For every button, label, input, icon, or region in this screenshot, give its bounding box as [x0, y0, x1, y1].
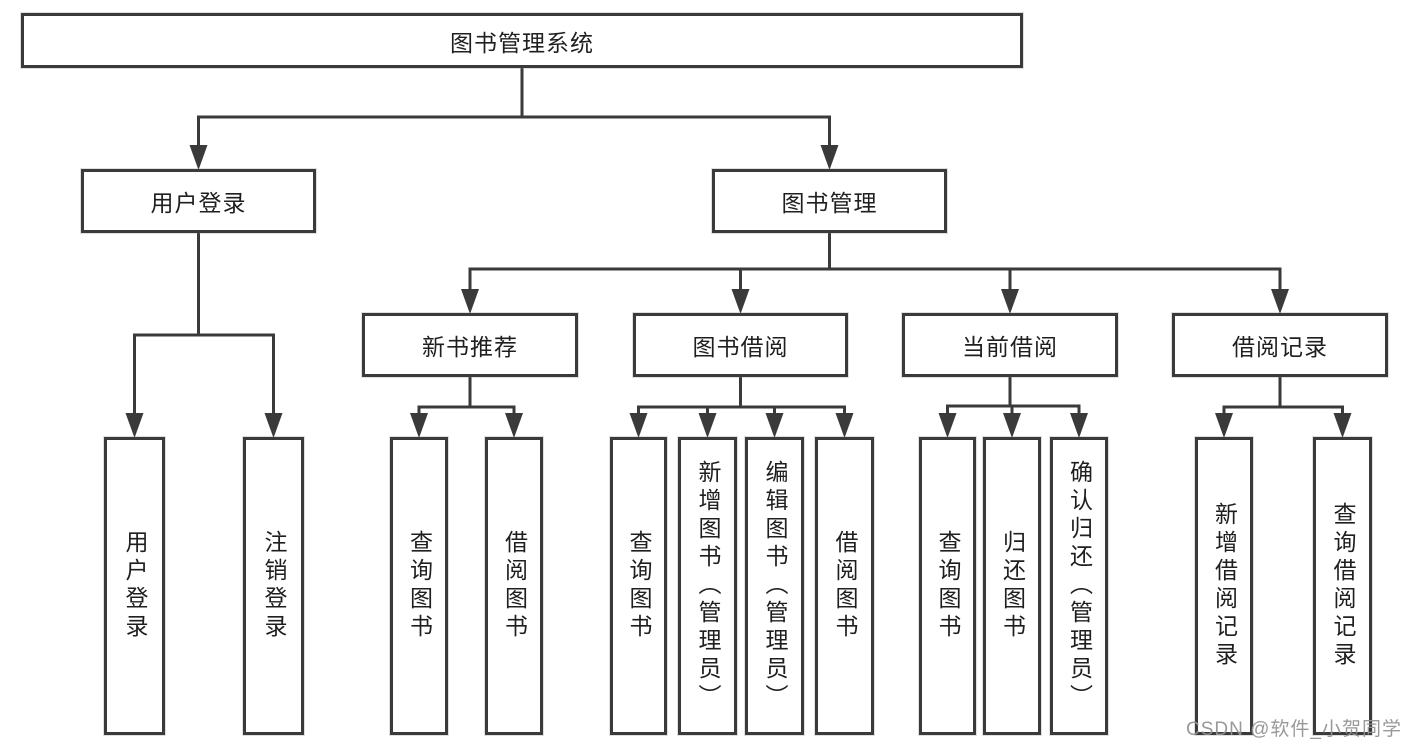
node-label: 编辑图书（管理员） — [762, 460, 788, 712]
node-cb-confirm-return: 确认归还（管理员） — [1050, 437, 1108, 735]
connector-lines — [637, 375, 846, 417]
node-label: 借阅图书 — [832, 530, 858, 642]
arrowhead-icon — [410, 413, 428, 438]
node-bb-edit-books: 编辑图书（管理员） — [745, 437, 804, 735]
node-label: 注销登录 — [261, 530, 287, 642]
node-br-add-record: 新增借阅记录 — [1195, 437, 1253, 735]
node-nbr-borrow-books: 借阅图书 — [485, 437, 543, 735]
connector-group-book-borrow — [629, 375, 854, 438]
node-label: 图书管理系统 — [450, 29, 594, 56]
arrowhead-icon — [1333, 413, 1352, 438]
connector-lines — [197, 66, 831, 149]
node-label: 图书管理 — [781, 190, 878, 216]
node-label: 查询图书 — [626, 530, 652, 642]
connector-group-current-borrow — [938, 375, 1088, 438]
connector-lines — [468, 231, 1282, 293]
arrowhead-icon — [698, 413, 717, 438]
node-label: 归还图书 — [999, 530, 1026, 642]
connector-lines — [1222, 375, 1344, 417]
node-label: 用户登录 — [150, 190, 247, 216]
node-label: 用户登录 — [122, 530, 148, 642]
arrowhead-icon — [938, 413, 957, 438]
node-new-book-rec: 新书推荐 — [362, 313, 578, 377]
node-label: 借阅图书 — [501, 530, 528, 642]
node-bb-add-books: 新增图书（管理员） — [678, 437, 737, 735]
node-label: 新增图书（管理员） — [695, 460, 721, 712]
arrowhead-icon — [461, 289, 479, 314]
node-label: 图书借阅 — [692, 334, 789, 360]
node-nbr-query-books: 查询图书 — [390, 437, 448, 735]
connector-lines — [417, 375, 516, 417]
node-label: 新书推荐 — [422, 334, 518, 360]
node-label: 当前借阅 — [962, 334, 1058, 360]
arrowhead-icon — [820, 145, 839, 170]
node-user-login: 用户登录 — [81, 169, 316, 233]
arrowhead-icon — [765, 413, 784, 438]
node-logout: 注销登录 — [243, 437, 304, 735]
connector-group-user-login — [125, 231, 283, 438]
node-current-borrow: 当前借阅 — [902, 313, 1118, 377]
arrowhead-icon — [1001, 289, 1019, 314]
node-label: 查询图书 — [935, 530, 961, 642]
connector-group-borrow-records — [1215, 375, 1352, 438]
connector-group-new-book-rec — [410, 375, 523, 438]
arrowhead-icon — [1070, 413, 1088, 438]
arrowhead-icon — [835, 413, 854, 438]
connector-lines — [946, 375, 1081, 417]
connector-lines — [133, 231, 275, 417]
arrowhead-icon — [505, 413, 523, 438]
arrowhead-icon — [189, 145, 208, 170]
node-cb-return-books: 归还图书 — [983, 437, 1041, 735]
connector-group-root — [189, 66, 839, 170]
node-book-borrow: 图书借阅 — [633, 313, 848, 377]
node-label: 新增借阅记录 — [1211, 502, 1238, 670]
node-root: 图书管理系统 — [21, 13, 1023, 68]
node-br-query-record: 查询借阅记录 — [1313, 437, 1372, 735]
arrowhead-icon — [1003, 413, 1021, 438]
arrowhead-icon — [1215, 413, 1233, 438]
node-login: 用户登录 — [104, 437, 165, 735]
arrowhead-icon — [1271, 289, 1289, 314]
node-label: 查询借阅记录 — [1330, 502, 1356, 670]
arrowhead-icon — [731, 289, 750, 314]
arrowhead-icon — [264, 413, 283, 438]
node-cb-query-books: 查询图书 — [919, 437, 976, 735]
node-book-mgmt: 图书管理 — [712, 169, 947, 233]
arrowhead-icon — [629, 413, 648, 438]
node-label: 查询图书 — [406, 530, 433, 642]
node-bb-borrow-books: 借阅图书 — [815, 437, 874, 735]
arrowhead-icon — [125, 413, 144, 438]
connector-group-book-mgmt — [461, 231, 1289, 314]
node-bb-query-books: 查询图书 — [610, 437, 667, 735]
node-label: 确认归还（管理员） — [1066, 460, 1093, 712]
watermark-text: CSDN @软件_小贺同学 — [1186, 719, 1402, 740]
node-label: 借阅记录 — [1232, 334, 1328, 360]
node-borrow-records: 借阅记录 — [1172, 313, 1388, 377]
